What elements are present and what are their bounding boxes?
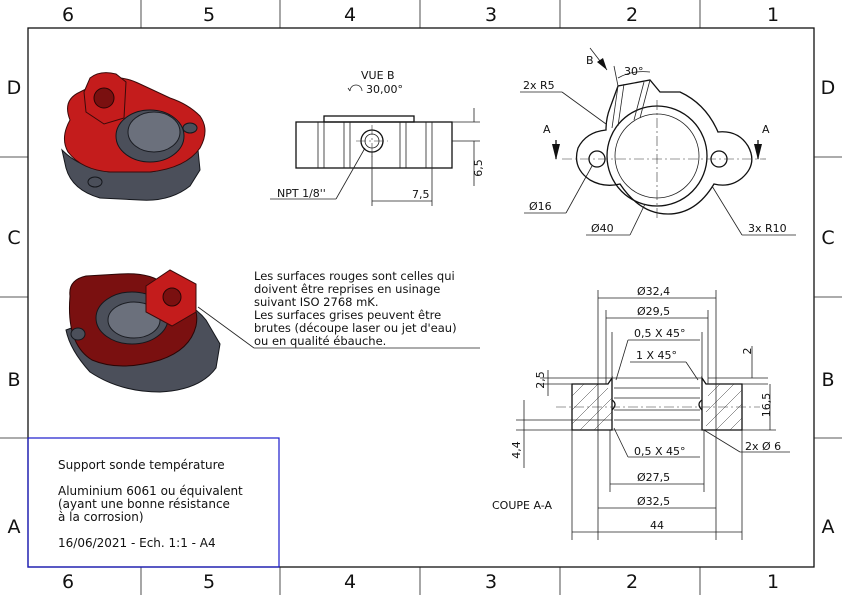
note-line-2: doivent être reprises en usinage — [254, 282, 440, 296]
section-dim-width: 44 — [650, 519, 664, 532]
zone-row-b: B — [7, 369, 20, 391]
zone-row-a: A — [822, 516, 835, 538]
title-block-title: Support sonde température — [58, 458, 225, 472]
isometric-view-bottom — [65, 269, 221, 393]
note-line-4: Les surfaces grises peuvent être — [254, 308, 441, 322]
section-dim-d32-4: Ø32,4 — [637, 285, 670, 298]
note-line-6: ou en qualité ébauche. — [254, 334, 386, 348]
top-view-angle: 30° — [624, 65, 644, 78]
section-chamfer-bottom: 0,5 X 45° — [634, 445, 686, 458]
section-dim-2: 2 — [741, 348, 754, 355]
zone-labels-left: D C B A — [7, 77, 22, 538]
top-view-r5: 2x R5 — [523, 79, 555, 92]
zone-col-1: 1 — [767, 571, 779, 593]
zone-labels-top: 6 5 4 3 2 1 — [62, 4, 779, 26]
top-view-label-b: B — [586, 54, 594, 67]
title-block-material-3: à la corrosion) — [58, 510, 144, 524]
zone-col-3: 3 — [485, 571, 497, 593]
surface-note: Les surfaces rouges sont celles qui doiv… — [197, 269, 480, 349]
zone-row-a: A — [8, 516, 21, 538]
section-dim-d27-5: Ø27,5 — [637, 471, 670, 484]
section-chamfer-1x45: 1 X 45° — [636, 349, 677, 362]
top-view-dim-bore: Ø40 — [591, 222, 614, 235]
view-b-rotation: 30,00° — [366, 83, 403, 96]
section-arrow-a-left: A — [543, 123, 551, 136]
top-view: B 30° 2x R5 A A Ø16 Ø40 3x R10 — [520, 47, 796, 236]
view-b-thread-label: NPT 1/8'' — [277, 187, 326, 200]
zone-col-5: 5 — [203, 571, 215, 593]
view-b-dim-height: 6,5 — [472, 159, 485, 177]
section-dim-4-4: 4,4 — [510, 441, 523, 459]
isometric-view-top — [61, 72, 206, 201]
top-view-dim-r10: 3x R10 — [748, 222, 787, 235]
top-view-dim-hole: Ø16 — [529, 200, 552, 213]
section-a-a: Ø32,4 Ø29,5 0,5 X 45° 1 X 45° 2 16,5 2,5… — [492, 285, 790, 540]
zone-col-4: 4 — [344, 571, 356, 593]
zone-col-2: 2 — [626, 4, 638, 26]
section-dim-d29-5: Ø29,5 — [637, 305, 670, 318]
title-block: Support sonde température Aluminium 6061… — [27, 437, 280, 568]
zone-row-b: B — [821, 369, 834, 391]
section-dim-2-5: 2,5 — [534, 371, 547, 389]
zone-labels-bottom: 6 5 4 3 2 1 — [62, 571, 779, 593]
title-block-material-1: Aluminium 6061 ou équivalent — [58, 484, 243, 498]
zone-row-d: D — [821, 77, 836, 99]
zone-col-6: 6 — [62, 571, 74, 593]
zone-col-3: 3 — [485, 4, 497, 26]
zone-row-c: C — [7, 227, 20, 249]
zone-col-5: 5 — [203, 4, 215, 26]
section-dim-holes: 2x Ø 6 — [745, 440, 781, 453]
zone-row-d: D — [7, 77, 22, 99]
zone-col-6: 6 — [62, 4, 74, 26]
title-block-material-2: (ayant une bonne résistance — [58, 497, 230, 511]
view-b: VUE B 30,00° 6,5 7,5 NPT 1/8'' — [270, 69, 485, 206]
note-line-3: suivant ISO 2768 mK. — [254, 295, 379, 309]
zone-col-1: 1 — [767, 4, 779, 26]
zone-row-c: C — [821, 227, 834, 249]
note-line-1: Les surfaces rouges sont celles qui — [254, 269, 455, 283]
section-title: COUPE A-A — [492, 499, 552, 512]
title-block-footer: 16/06/2021 - Ech. 1:1 - A4 — [58, 536, 216, 550]
section-dim-16-5: 16,5 — [760, 393, 773, 418]
section-chamfer-top: 0,5 X 45° — [634, 327, 686, 340]
view-b-title: VUE B — [361, 69, 395, 82]
section-dim-d32-5: Ø32,5 — [637, 495, 670, 508]
zone-col-2: 2 — [626, 571, 638, 593]
zone-labels-right: D C B A — [821, 77, 836, 538]
view-b-dim-offset: 7,5 — [412, 188, 430, 201]
zone-col-4: 4 — [344, 4, 356, 26]
section-arrow-a-right: A — [762, 123, 770, 136]
note-line-5: brutes (découpe laser ou jet d'eau) — [254, 321, 457, 335]
